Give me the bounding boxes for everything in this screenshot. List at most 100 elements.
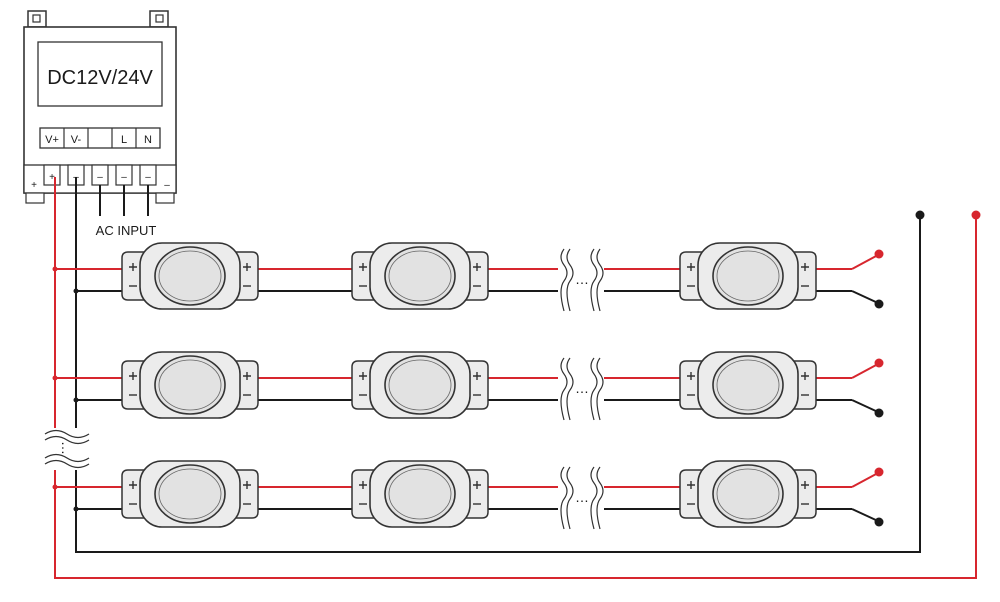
end-negative-terminal: [874, 299, 884, 309]
led-module-rows: … … …: [52, 242, 884, 531]
row-negative-junction: [73, 397, 79, 403]
terminal-labels: V+ V- L N: [45, 128, 152, 148]
power-supply: DC12V/24V V+ V- L N + + – – – –: [23, 10, 177, 204]
module-screw-mark: [473, 372, 481, 380]
led-module: [121, 242, 259, 310]
row-positive-junction: [52, 266, 58, 272]
module-lens-inner: [716, 468, 780, 520]
module-screw-mark: [243, 372, 251, 380]
module-lens: [154, 246, 226, 306]
chain-break-wave: [566, 248, 574, 312]
led-module: [679, 460, 817, 528]
module-screw-mark: [129, 372, 137, 380]
chain-break-wave: [590, 248, 598, 312]
end-positive-terminal: [874, 467, 884, 477]
module-lens-inner: [158, 468, 222, 520]
chain-break-wave: [590, 466, 598, 530]
module-lens: [712, 246, 784, 306]
led-module: [679, 242, 817, 310]
led-row-2: …: [52, 351, 884, 422]
chain-break-wave: [590, 357, 598, 421]
module-screw-mark: [801, 372, 809, 380]
module-screw-mark: [129, 263, 137, 271]
module-lens-inner: [158, 250, 222, 302]
led-module: [351, 460, 489, 528]
chain-ellipsis: …: [575, 271, 589, 287]
chain-break-wave: [596, 466, 604, 530]
mounting-hole-right: [155, 14, 164, 23]
module-screw-mark: [801, 263, 809, 271]
module-lens: [384, 355, 456, 415]
module-screw-mark: [359, 263, 367, 271]
module-lens: [712, 464, 784, 524]
screw-mark-blank: –: [97, 172, 103, 183]
negative-trunk: [75, 177, 921, 553]
module-screw-mark: [243, 481, 251, 489]
led-row-3: …: [52, 460, 884, 531]
terminal-label-v-plus: V+: [45, 134, 59, 146]
terminal-strip: [39, 127, 161, 149]
led-row-1: …: [52, 242, 884, 313]
module-lens: [384, 246, 456, 306]
end-negative-lead: [851, 399, 879, 413]
terminal-label-l: L: [121, 134, 127, 146]
voltage-label-box: [37, 41, 163, 107]
end-negative-lead: [851, 508, 879, 522]
module-lens: [712, 355, 784, 415]
module-screw-mark: [687, 263, 695, 271]
module-lens-inner: [388, 359, 452, 411]
chain-break-wave: [560, 466, 568, 530]
module-screw-mark: [473, 481, 481, 489]
chain-break-wave: [566, 466, 574, 530]
row-negative-junction: [73, 288, 79, 294]
end-positive-lead: [851, 363, 879, 379]
end-positive-lead: [851, 254, 879, 270]
chain-break-wave: [566, 357, 574, 421]
module-screw-mark: [801, 481, 809, 489]
module-lens-inner: [388, 250, 452, 302]
voltage-label: DC12V/24V: [47, 67, 153, 89]
mounting-hole-left: [32, 14, 41, 23]
terminal-label-v-minus: V-: [71, 134, 82, 146]
led-module: [351, 242, 489, 310]
chain-ellipsis: …: [575, 489, 589, 505]
chain-ellipsis: …: [575, 380, 589, 396]
positive-end-terminal: [971, 210, 981, 220]
chain-break-wave: [560, 357, 568, 421]
module-screw-mark: [359, 481, 367, 489]
negative-end-terminal: [915, 210, 925, 220]
module-lens-inner: [388, 468, 452, 520]
foot-right: [155, 192, 175, 204]
module-screw-mark: [243, 263, 251, 271]
module-lens-inner: [716, 250, 780, 302]
module-screw-mark: [687, 372, 695, 380]
module-screw-mark: [687, 481, 695, 489]
module-screw-mark: [129, 481, 137, 489]
led-module: [351, 351, 489, 419]
module-lens: [384, 464, 456, 524]
led-module: [121, 351, 259, 419]
row-positive-junction: [52, 484, 58, 490]
end-negative-terminal: [874, 517, 884, 527]
led-module: [679, 351, 817, 419]
ac-input-wires: [99, 185, 149, 216]
module-lens-inner: [716, 359, 780, 411]
end-positive-terminal: [874, 358, 884, 368]
trunk-break: …: [44, 428, 90, 470]
screw-mark-outer-left: +: [31, 180, 37, 191]
end-negative-lead: [851, 290, 879, 304]
led-module: [121, 460, 259, 528]
end-positive-lead: [851, 472, 879, 488]
screw-mark-v-plus: +: [49, 172, 55, 183]
chain-break-mask: [558, 356, 604, 422]
ac-input-label: AC INPUT: [96, 223, 157, 238]
chain-break-wave: [596, 357, 604, 421]
module-screw-mark: [359, 372, 367, 380]
chain-break-mask: [558, 465, 604, 531]
chain-break-mask: [558, 247, 604, 313]
chain-break-wave: [596, 248, 604, 312]
screw-mark-l: –: [121, 172, 127, 183]
trunk-ellipsis: …: [59, 441, 75, 455]
screw-mark-outer-right: –: [164, 180, 170, 191]
